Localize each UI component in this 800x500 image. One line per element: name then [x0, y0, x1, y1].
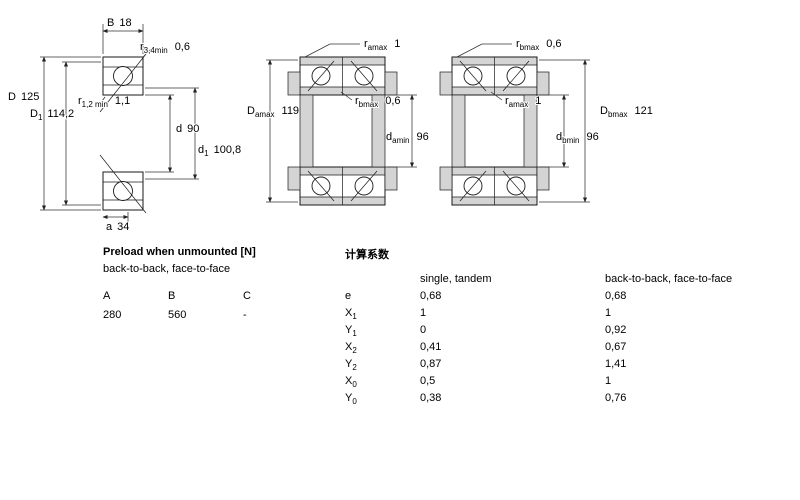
preload-header-c: C — [243, 290, 251, 302]
factor-x0-paired: 1 — [605, 375, 612, 387]
preload-grid: A B C 280 560 - — [103, 290, 303, 321]
factors-col-single: single, tandem — [420, 273, 492, 285]
preload-value-b: 560 — [168, 309, 187, 321]
factor-e-single: 0,68 — [420, 290, 442, 302]
factor-x2-paired: 0,67 — [605, 341, 627, 353]
preload-table: Preload when unmounted [N] back-to-back,… — [103, 246, 303, 321]
ball-bottom — [113, 181, 133, 201]
preload-title: Preload when unmounted [N] — [103, 246, 256, 258]
factors-header-spacer — [345, 273, 420, 285]
factor-y2-single: 0,87 — [420, 358, 442, 370]
factor-x1-single: 1 — [420, 307, 427, 319]
factor-label-e: e — [345, 290, 352, 302]
factor-label-x2: X2 — [345, 341, 357, 356]
factor-label-y2: Y2 — [345, 358, 357, 373]
preload-header-a: A — [103, 290, 111, 302]
factor-label-x0: X0 — [345, 375, 357, 390]
factor-e-paired: 0,68 — [605, 290, 627, 302]
factor-y1-paired: 0,92 — [605, 324, 627, 336]
factors-title: 计算系数 — [345, 249, 389, 261]
factors-grid: single, tandem back-to-back, face-to-fac… — [345, 273, 785, 407]
factor-y0-paired: 0,76 — [605, 392, 627, 404]
factor-y0-single: 0,38 — [420, 392, 442, 404]
ball-top — [113, 66, 133, 86]
factor-x1-paired: 1 — [605, 307, 612, 319]
factor-label-x1: X1 — [345, 307, 357, 322]
factor-x2-single: 0,41 — [420, 341, 442, 353]
factor-x0-single: 0,5 — [420, 375, 436, 387]
factor-y2-paired: 1,41 — [605, 358, 627, 370]
factor-label-y1: Y1 — [345, 324, 357, 339]
preload-header-b: B — [168, 290, 176, 302]
preload-value-a: 280 — [103, 309, 122, 321]
factor-y1-single: 0 — [420, 324, 427, 336]
factor-label-y0: Y0 — [345, 392, 357, 407]
preload-subtitle: back-to-back, face-to-face — [103, 263, 231, 275]
factors-col-paired: back-to-back, face-to-face — [605, 273, 733, 285]
preload-value-c: - — [243, 309, 247, 321]
calculation-factors-table: 计算系数 single, tandem back-to-back, face-t… — [345, 246, 785, 407]
